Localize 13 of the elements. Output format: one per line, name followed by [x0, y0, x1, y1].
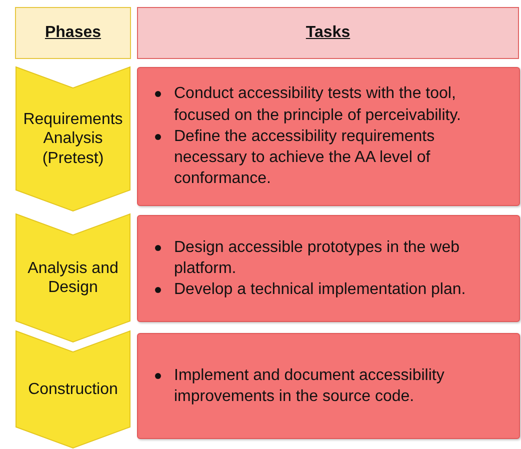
task-box — [137, 333, 520, 439]
phase-step: Requirements Analysis (Pretest) — [15, 66, 131, 212]
task-item: Implement and document accessibility improvements in the source code. — [174, 366, 446, 407]
column-header: Tasks — [137, 7, 519, 59]
phase-step: Construction — [15, 330, 131, 449]
task-box — [137, 67, 520, 206]
column-header: Phases — [15, 7, 131, 59]
task-item: Develop a technical implementation plan. — [174, 280, 467, 300]
task-box — [137, 215, 520, 322]
phase-step: Analysis and Design — [15, 213, 131, 343]
task-item: Define the accessibility requirements necessary to achieve the AA level of conformance. — [174, 126, 436, 190]
task-item: Conduct accessibility tests with the tool, focused on the principle of perceivability. — [174, 84, 462, 126]
task-item: Design accessible prototypes in the web platform. — [174, 238, 460, 279]
